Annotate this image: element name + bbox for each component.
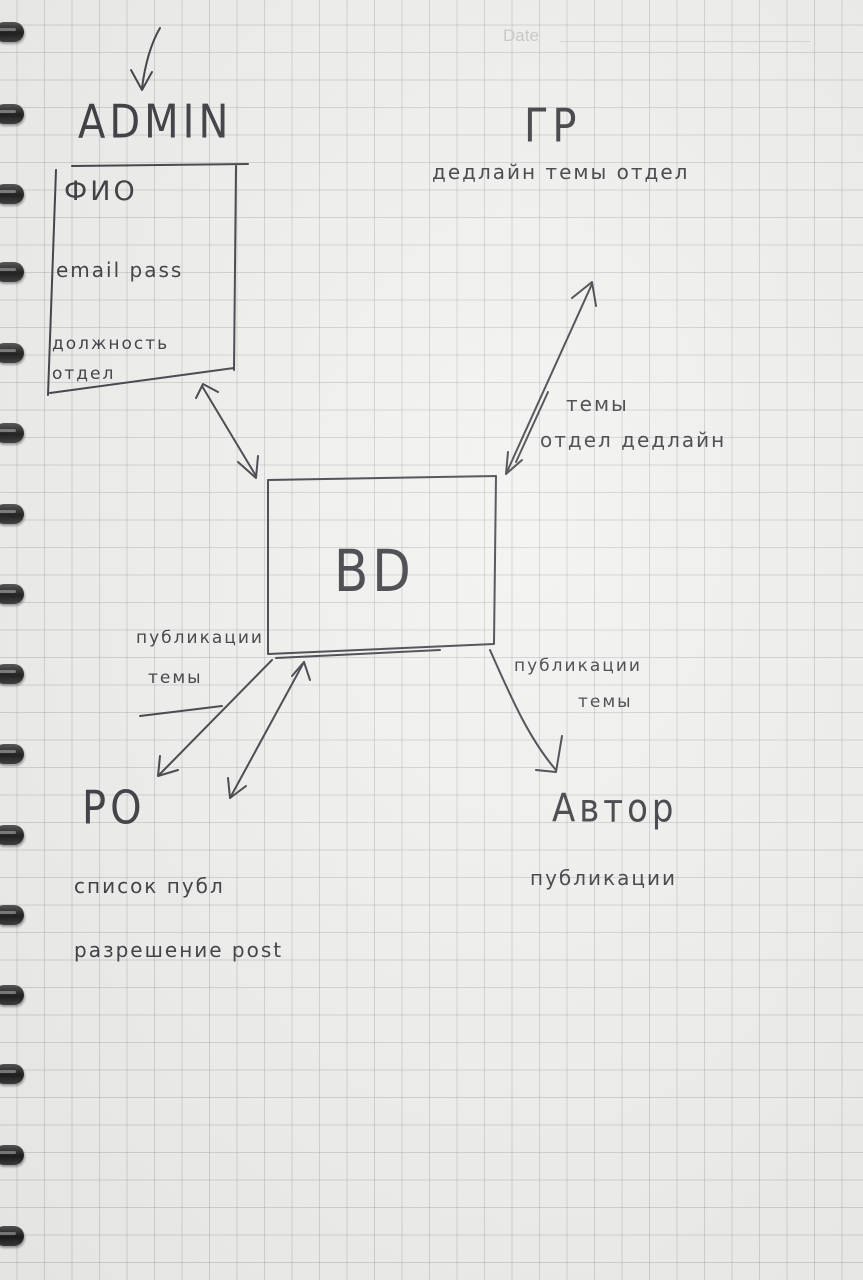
binding-ring xyxy=(0,104,24,124)
bd-author-arrowhead xyxy=(535,735,563,773)
binding-ring xyxy=(0,664,24,684)
bd-box xyxy=(267,475,497,655)
admin-bd-arrowhead-bottom xyxy=(237,455,259,479)
binding-ring xyxy=(0,825,24,845)
binding-ring xyxy=(0,584,24,604)
admin-field-department: отдел xyxy=(52,364,116,384)
gr-title: ГР xyxy=(524,100,581,153)
bd-po-arrow-2 xyxy=(229,661,305,799)
admin-pointer-arrowhead xyxy=(130,69,153,91)
admin-box xyxy=(47,165,237,396)
gr-link-label-2: отдел дедлайн xyxy=(540,428,727,452)
gr-fields: дедлайн темы отдел xyxy=(432,160,690,184)
po-link-label-1: публикации xyxy=(136,628,264,648)
binding-ring xyxy=(0,985,24,1005)
admin-field-fio: ФИО xyxy=(64,176,138,207)
admin-field-position: должность xyxy=(52,334,170,354)
author-link-label-1: публикации xyxy=(514,656,642,676)
binding-ring xyxy=(0,22,24,42)
binding-ring xyxy=(0,343,24,363)
binding-ring xyxy=(0,262,24,282)
po-line-2: разрешение post xyxy=(74,938,284,962)
spiral-binding xyxy=(0,0,30,1280)
admin-pointer-arrow xyxy=(141,27,161,89)
binding-ring xyxy=(0,504,24,524)
binding-ring xyxy=(0,905,24,925)
po-label-underline xyxy=(139,705,223,717)
bd-po-arrow-1 xyxy=(159,659,273,775)
binding-ring xyxy=(0,184,24,204)
bd-label: BD xyxy=(334,538,415,605)
bd-gr-arrowhead-bottom xyxy=(505,451,523,475)
po-link-label-2: темы xyxy=(148,668,203,688)
bd-author-arrow xyxy=(489,649,557,771)
date-line xyxy=(560,41,810,42)
bd-gr-arrowhead-top xyxy=(571,281,597,307)
binding-ring xyxy=(0,1064,24,1084)
admin-bd-arrow xyxy=(201,385,257,477)
bd-gr-arrow xyxy=(505,283,593,475)
admin-field-email-pass: email pass xyxy=(56,258,184,282)
author-link-label-2: темы xyxy=(578,692,633,712)
gr-link-label-1: темы xyxy=(566,392,629,416)
binding-ring xyxy=(0,744,24,764)
date-label: Date xyxy=(503,26,539,45)
po-line-1: список публ xyxy=(74,874,225,898)
author-title: Автор xyxy=(552,786,678,832)
binding-ring xyxy=(0,1226,24,1246)
admin-title: ADMIN xyxy=(78,96,233,149)
po-title: РО xyxy=(82,782,146,835)
author-line-1: публикации xyxy=(530,866,677,890)
binding-ring xyxy=(0,1145,24,1165)
admin-underline xyxy=(71,163,249,167)
admin-bd-arrowhead-top xyxy=(195,383,219,399)
binding-ring xyxy=(0,423,24,443)
